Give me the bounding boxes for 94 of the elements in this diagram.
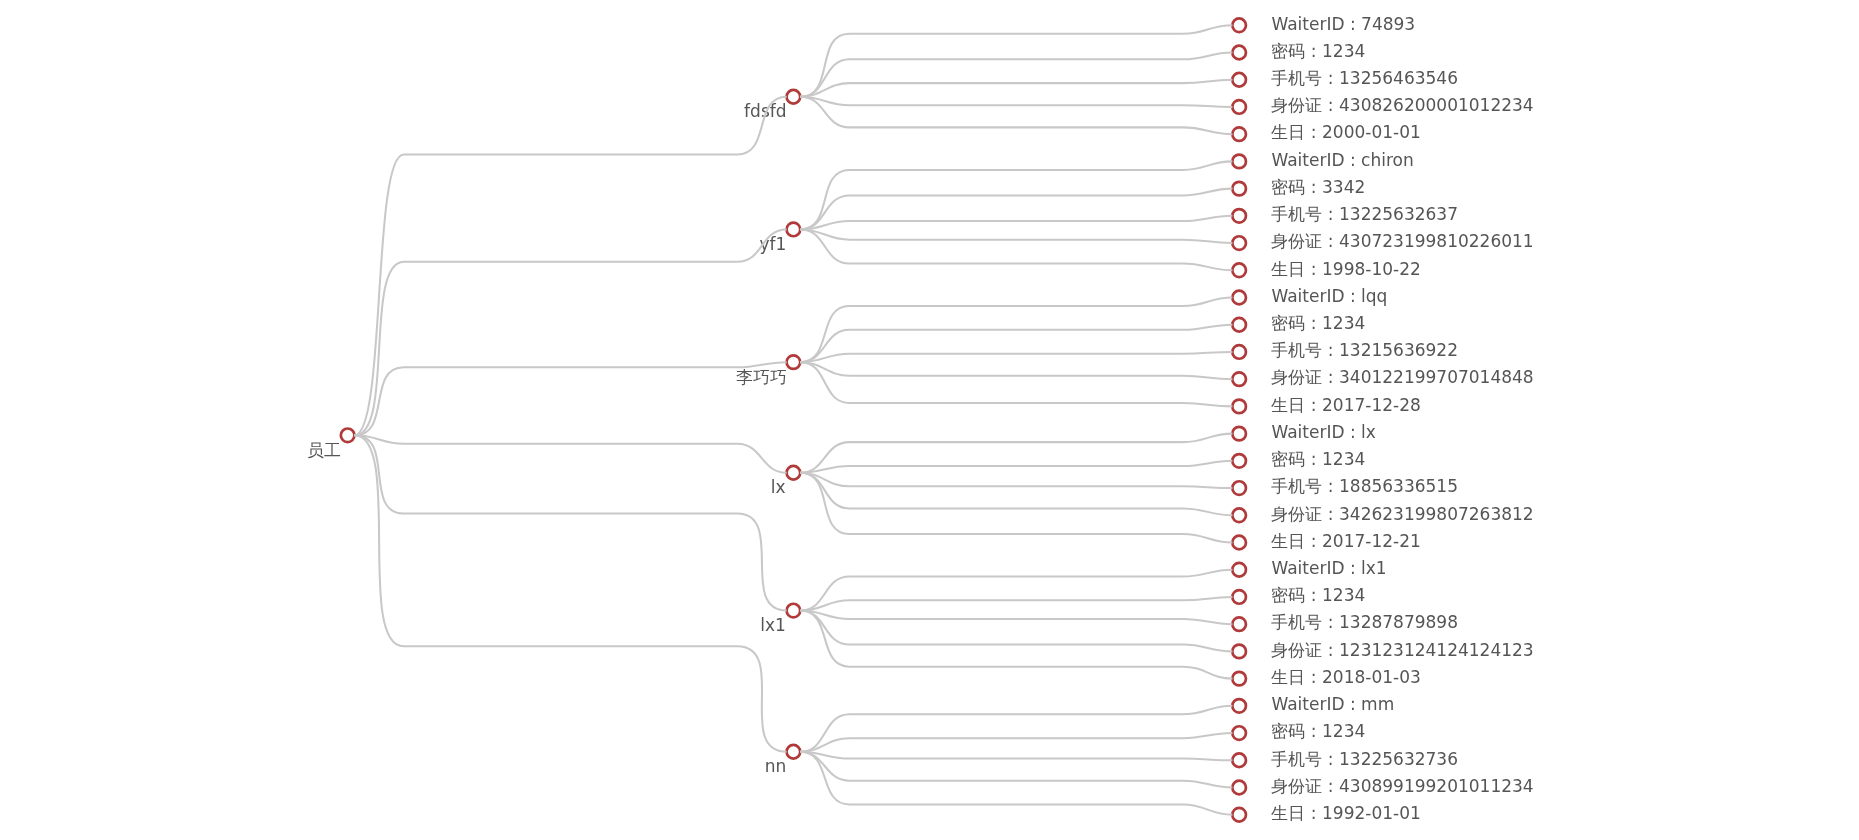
node-circle xyxy=(1231,98,1248,116)
connector xyxy=(800,51,1233,98)
node-label: 身份证 : 430899199201011234 xyxy=(1271,775,1534,796)
node-circle xyxy=(785,354,802,371)
node-label: 手机号 : 13287879898 xyxy=(1271,612,1458,633)
node-circle xyxy=(1231,44,1248,61)
connector xyxy=(800,704,1233,753)
node-circle xyxy=(1231,126,1248,143)
node-circle xyxy=(1231,779,1248,796)
node-label: WaiterID : lx1 xyxy=(1271,557,1387,578)
connector xyxy=(800,214,1233,231)
node-circle xyxy=(1231,207,1248,224)
node-label: 李巧巧 xyxy=(735,366,787,387)
node-circle xyxy=(1231,561,1248,578)
node-circle xyxy=(1231,153,1248,170)
node-label: 员工 xyxy=(306,439,341,460)
node-label: 密码 : 1234 xyxy=(1271,40,1366,61)
node-label: 手机号 : 18856336515 xyxy=(1271,476,1458,497)
connector xyxy=(800,732,1233,753)
node-circle xyxy=(1231,262,1248,279)
node-label: 生日 : 1998-10-22 xyxy=(1271,258,1421,279)
node-circle xyxy=(1231,643,1248,660)
node-circle xyxy=(1231,697,1248,714)
connector xyxy=(800,471,1233,544)
node-label: 密码 : 1234 xyxy=(1271,449,1366,470)
node-circle xyxy=(1231,452,1248,469)
connector xyxy=(354,434,787,612)
connector xyxy=(800,228,1233,272)
node-circle xyxy=(1231,507,1248,524)
node-circle xyxy=(1231,588,1248,606)
node-label: 密码 : 1234 xyxy=(1271,585,1366,606)
node-label: lx xyxy=(770,477,786,498)
connector xyxy=(800,432,1233,474)
connector xyxy=(800,78,1233,98)
node-label: lx1 xyxy=(760,614,786,635)
node-label: 手机号 : 13256463546 xyxy=(1271,67,1458,88)
connector xyxy=(800,228,1233,245)
node-circle xyxy=(1231,316,1248,333)
node-label: WaiterID : mm xyxy=(1271,694,1395,715)
node-label: 身份证 : 430723199810226011 xyxy=(1271,231,1534,252)
node-label: fdsfd xyxy=(744,101,787,122)
node-circle xyxy=(1231,398,1248,415)
node-label: 生日 : 1992-01-01 xyxy=(1271,802,1421,823)
node-circle xyxy=(1231,425,1248,442)
node-circle xyxy=(1231,289,1248,306)
node-label: 生日 : 2017-12-28 xyxy=(1271,394,1421,415)
node-label: 密码 : 3342 xyxy=(1271,176,1366,197)
node-circle xyxy=(785,221,802,238)
node-label: 身份证 : 340122199707014848 xyxy=(1271,367,1534,388)
node-label: 手机号 : 13215636922 xyxy=(1271,340,1458,361)
node-label: 身份证 : 430826200001012234 xyxy=(1271,95,1534,116)
node-circle xyxy=(1231,479,1248,497)
node-label: 密码 : 1234 xyxy=(1271,721,1366,742)
node-circle xyxy=(1231,616,1248,633)
connector xyxy=(800,568,1233,612)
node-circle xyxy=(1231,670,1248,687)
node-circle xyxy=(1231,752,1248,769)
node-label: 生日 : 2017-12-21 xyxy=(1271,530,1421,551)
node-label: 生日 : 2000-01-01 xyxy=(1271,122,1421,143)
node-circle xyxy=(1231,180,1248,197)
connector xyxy=(800,95,1233,136)
node-label: WaiterID : 74893 xyxy=(1271,13,1416,34)
node-label: 手机号 : 13225632736 xyxy=(1271,748,1458,769)
node-circle xyxy=(785,743,802,760)
node-circle xyxy=(785,602,802,619)
connector xyxy=(800,160,1233,231)
connector xyxy=(800,750,1233,816)
node-label: WaiterID : lx xyxy=(1271,421,1376,442)
connector xyxy=(800,361,1233,408)
node-label: 手机号 : 13225632637 xyxy=(1271,204,1458,225)
node-circle xyxy=(1231,343,1248,361)
node-circle xyxy=(785,88,802,105)
node-circle xyxy=(339,427,356,444)
connector xyxy=(800,609,1233,680)
node-circle xyxy=(1231,806,1248,823)
node-circle xyxy=(1231,534,1248,551)
connector xyxy=(800,595,1233,612)
node-label: nn xyxy=(764,756,787,777)
node-label: 密码 : 1234 xyxy=(1271,312,1366,333)
node-circle xyxy=(1231,371,1248,388)
connector xyxy=(800,24,1233,98)
connector xyxy=(800,187,1233,231)
connector xyxy=(354,434,787,753)
node-label: WaiterID : lqq xyxy=(1271,285,1388,306)
node-circle xyxy=(785,464,802,481)
node-label: 生日 : 2018-01-03 xyxy=(1271,666,1421,687)
node-label: WaiterID : chiron xyxy=(1271,149,1414,170)
node-circle xyxy=(1231,234,1248,252)
node-label: 身份证 : 342623199807263812 xyxy=(1271,503,1534,524)
node-label: 身份证 : 123123124124124123 xyxy=(1271,639,1534,660)
node-circle xyxy=(1231,71,1248,88)
node-circle xyxy=(1231,724,1248,742)
node-circle xyxy=(1231,17,1248,34)
node-label: yf1 xyxy=(759,233,787,254)
